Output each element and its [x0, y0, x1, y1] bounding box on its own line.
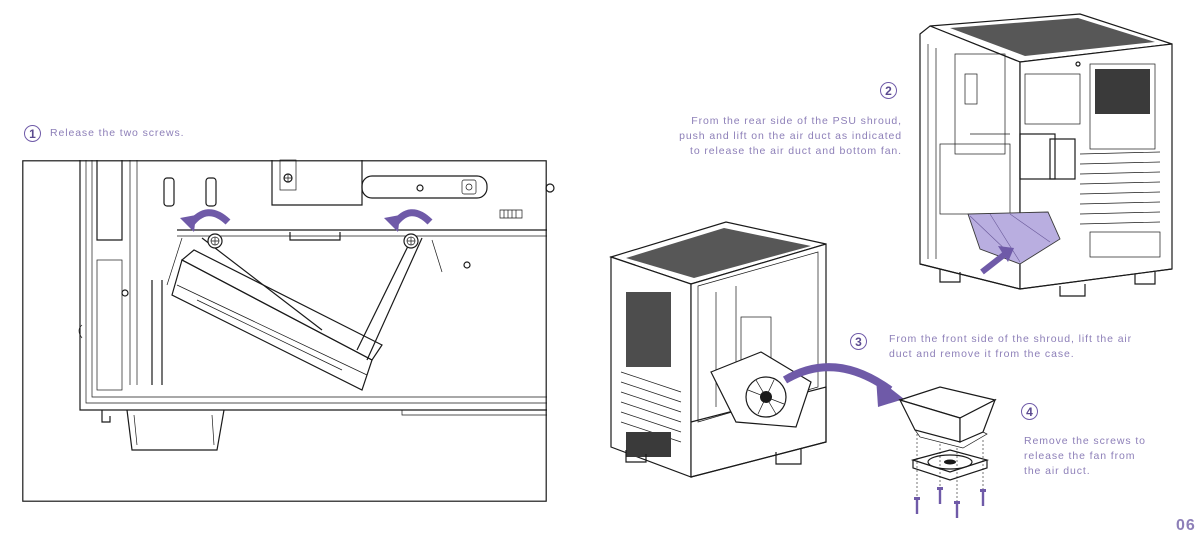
step-4-caption: Remove the screws to release the fan fro…	[1024, 435, 1146, 477]
step-1-number: 1	[29, 126, 36, 141]
step-1-caption: Release the two screws.	[50, 127, 185, 139]
step-4-badge: 4	[1021, 403, 1038, 420]
step-1-badge: 1	[24, 125, 41, 142]
step-2-number: 2	[885, 83, 892, 98]
step-4-number: 4	[1026, 404, 1033, 419]
step-2-illustration	[919, 13, 1173, 297]
step-3-number: 3	[855, 334, 862, 349]
step-4-illustration	[897, 386, 997, 518]
step-3-caption: From the front side of the shroud, lift …	[889, 333, 1133, 360]
step-1-illustration	[22, 159, 555, 502]
removal-arrow	[782, 363, 904, 407]
step-2-caption: From the rear side of the PSU shroud, pu…	[679, 115, 902, 157]
step-3-badge: 3	[850, 333, 867, 350]
page-number: 06	[1176, 518, 1196, 534]
step-2-badge: 2	[880, 82, 897, 99]
step-3-illustration	[609, 221, 827, 478]
